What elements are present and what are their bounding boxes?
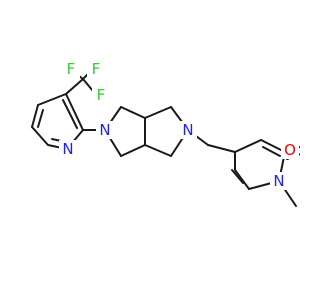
pyridone-nitrogen: N <box>273 172 284 190</box>
bond-ch2-bottom-c6a <box>120 144 146 157</box>
bond-cf3-ring <box>65 78 84 95</box>
bond-pyr-c2-c3-inner <box>62 99 78 129</box>
bond-pyr-c5-c6 <box>31 126 49 146</box>
bonds <box>31 69 307 207</box>
label-bg-n-left <box>96 121 114 139</box>
fluorine-atom-2: F <box>92 60 101 78</box>
label-bg-n-pyridone <box>270 172 288 190</box>
bond-pyr-c4-c5 <box>31 104 39 128</box>
bond-pdn-c3-c2-inner <box>262 146 281 157</box>
label-bg-f3 <box>92 86 110 104</box>
fluorine-atom-1: F <box>67 60 76 78</box>
bond-pdn-c6-c5 <box>234 169 250 190</box>
carbonyl-oxygen: O <box>284 141 296 159</box>
label-bg-n-right <box>179 121 197 139</box>
molecule-drawing: F F F N N N N O <box>31 60 307 207</box>
label-bg-n-pyridine <box>59 140 77 158</box>
bond-c6a-ch2-bottom-right <box>144 144 172 157</box>
pyrrolidine-nitrogen-right: N <box>182 121 193 139</box>
bond-pyr-c2-c3 <box>65 93 84 131</box>
bond-pdn-c6-c5-inner <box>231 169 244 184</box>
label-bg-oxygen <box>281 141 299 159</box>
label-bg-f1 <box>62 60 80 78</box>
label-bg-f2 <box>87 60 105 78</box>
bond-cf3-f3 <box>82 78 94 92</box>
bond-pyr-c3-c4 <box>37 93 67 106</box>
pyrrolidine-nitrogen-left: N <box>99 121 110 139</box>
pyridine-nitrogen: N <box>62 140 73 158</box>
bond-c3a-ch2-top-right <box>144 106 172 119</box>
bond-pyr-c4-c5-inner <box>37 109 44 128</box>
structure-canvas: F F F N N N N O <box>31 60 307 207</box>
bond-pdn-c4-c3 <box>234 139 262 153</box>
bond-ch2-top-c3a <box>120 106 146 119</box>
bond-ch2-pyridone <box>207 144 236 153</box>
fluorine-atom-3: F <box>97 86 106 104</box>
atom-labels: F F F N N N N O <box>59 60 299 190</box>
